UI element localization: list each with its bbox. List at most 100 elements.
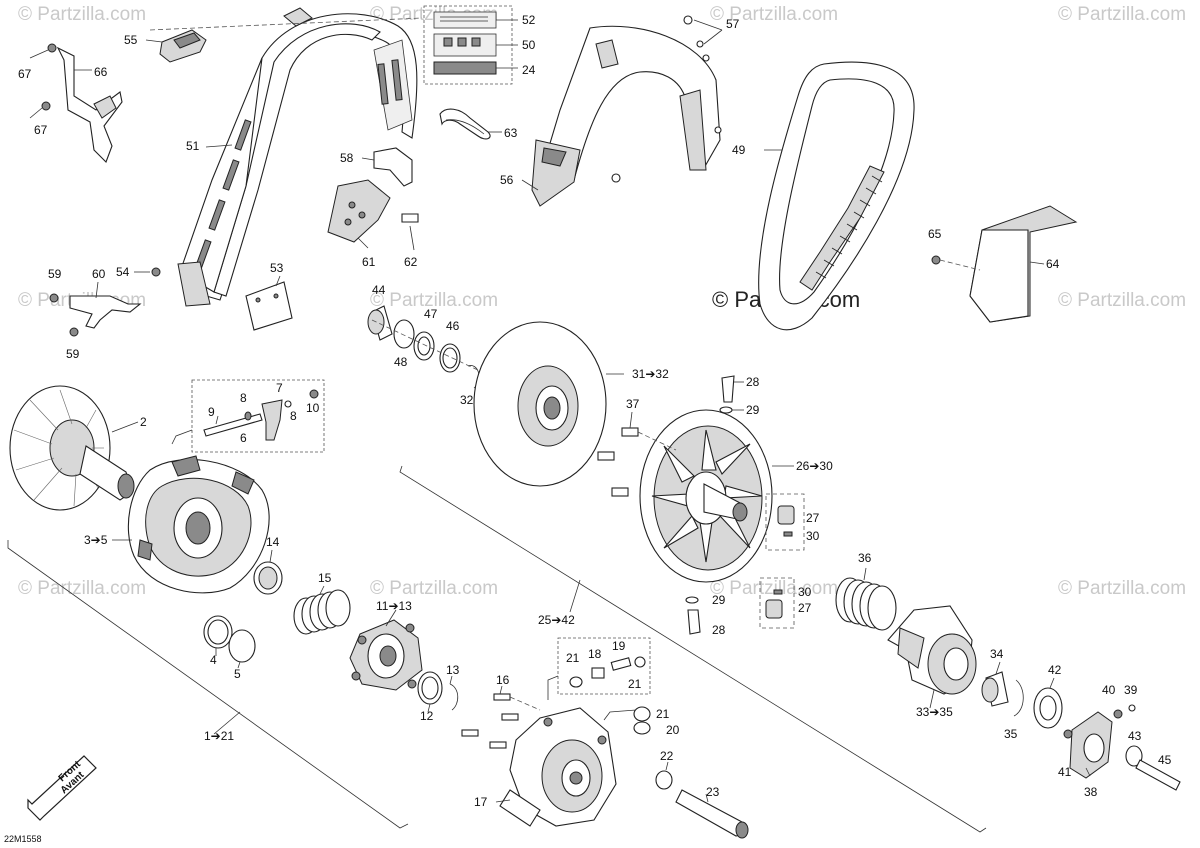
callout-18: 18 bbox=[588, 647, 602, 661]
callout-37: 37 bbox=[626, 397, 640, 411]
callout-16: 16 bbox=[496, 673, 510, 687]
callout-22: 22 bbox=[660, 749, 674, 763]
callout-17: 17 bbox=[474, 795, 488, 809]
part-2-fixed-sheave bbox=[9, 385, 139, 511]
callout-47: 47 bbox=[424, 307, 438, 321]
watermark-low-center: © Partzilla.com bbox=[370, 578, 498, 599]
callout-42: 42 bbox=[1048, 663, 1062, 677]
part-64-guard bbox=[931, 205, 1078, 323]
callout-21-left: 21 bbox=[566, 651, 580, 665]
callout-26-30: 26➔30 bbox=[796, 459, 833, 473]
callout-44: 44 bbox=[372, 283, 386, 297]
callout-27-upper: 27 bbox=[806, 511, 820, 525]
part-63-clip bbox=[439, 108, 502, 140]
callout-62: 62 bbox=[404, 255, 418, 269]
leader-25-42 bbox=[569, 579, 581, 613]
watermark-low-far-right: © Partzilla.com bbox=[1058, 578, 1186, 599]
callout-10: 10 bbox=[306, 401, 320, 415]
watermark-low-right: © Partzilla.com bbox=[710, 578, 838, 599]
callout-15: 15 bbox=[318, 571, 332, 585]
parts-20-21 bbox=[603, 706, 651, 735]
part-15-spring bbox=[293, 585, 351, 635]
callout-59-upper: 59 bbox=[48, 267, 62, 281]
callout-35: 35 bbox=[1004, 727, 1018, 741]
callout-56: 56 bbox=[500, 173, 514, 187]
parts-22-23 bbox=[655, 761, 749, 839]
part-11-13-spider bbox=[349, 609, 423, 691]
part-16-bolts bbox=[461, 685, 541, 749]
callout-40: 40 bbox=[1102, 683, 1116, 697]
callout-1-21: 1➔21 bbox=[204, 729, 234, 743]
callout-34: 34 bbox=[990, 647, 1004, 661]
callout-52: 52 bbox=[522, 13, 536, 27]
callout-61: 61 bbox=[362, 255, 376, 269]
callout-28-lower: 28 bbox=[712, 623, 726, 637]
callout-29-lower: 29 bbox=[712, 593, 726, 607]
callout-19: 19 bbox=[612, 639, 626, 653]
callout-11-13: 11➔13 bbox=[376, 599, 412, 613]
bracket-1-21 bbox=[7, 540, 409, 829]
callout-58: 58 bbox=[340, 151, 354, 165]
callout-36: 36 bbox=[858, 551, 872, 565]
callout-45: 45 bbox=[1158, 753, 1172, 767]
part-3-5-movable-sheave bbox=[112, 455, 270, 594]
callout-12: 12 bbox=[420, 709, 434, 723]
parts-28-29 bbox=[685, 375, 744, 635]
callout-28-upper: 28 bbox=[746, 375, 760, 389]
callout-2: 2 bbox=[140, 415, 147, 429]
callout-23: 23 bbox=[706, 785, 720, 799]
parts-34-35-42 bbox=[981, 661, 1063, 729]
callout-30-upper: 30 bbox=[806, 529, 820, 543]
callout-43: 43 bbox=[1128, 729, 1142, 743]
callout-64: 64 bbox=[1046, 257, 1060, 271]
part-37-bolts bbox=[597, 411, 677, 497]
part-66-bracket bbox=[29, 43, 123, 163]
callout-67-upper: 67 bbox=[18, 67, 32, 81]
callout-57: 57 bbox=[726, 17, 740, 31]
watermark-top-right: © Partzilla.com bbox=[710, 4, 838, 25]
callout-63: 63 bbox=[504, 126, 518, 140]
callout-5: 5 bbox=[234, 667, 241, 681]
watermark-top-far-right: © Partzilla.com bbox=[1058, 4, 1186, 25]
callout-33-35: 33➔35 bbox=[916, 705, 953, 719]
part-49-belt bbox=[758, 61, 915, 331]
parts-12-13 bbox=[417, 671, 459, 713]
rings-32-44-48 bbox=[367, 305, 521, 391]
watermark-mid-center: © Partzilla.com bbox=[370, 290, 498, 311]
callout-49: 49 bbox=[732, 143, 746, 157]
part-26-30-driven bbox=[639, 409, 794, 583]
parts-18-21-box bbox=[547, 637, 651, 700]
parts-38-41-cap bbox=[1063, 704, 1181, 791]
callout-39: 39 bbox=[1124, 683, 1138, 697]
callout-8-right: 8 bbox=[290, 409, 297, 423]
leader-1-21 bbox=[213, 711, 241, 735]
callout-65: 65 bbox=[928, 227, 942, 241]
callout-67-lower: 67 bbox=[34, 123, 48, 137]
callout-6: 6 bbox=[240, 431, 247, 445]
part-36-spring bbox=[835, 567, 897, 631]
callout-29-upper: 29 bbox=[746, 403, 760, 417]
callout-60: 60 bbox=[92, 267, 106, 281]
part-53-54-59-60 bbox=[49, 267, 293, 337]
part-33-35-cam bbox=[887, 605, 977, 709]
part-55-cap bbox=[145, 29, 207, 63]
callout-30-lower: 30 bbox=[798, 585, 812, 599]
part-56-57-cover bbox=[521, 15, 723, 207]
assembly-brackets bbox=[7, 465, 987, 833]
front-arrow-icon: Front Avant bbox=[27, 755, 97, 821]
callout-53: 53 bbox=[270, 261, 284, 275]
callout-27-lower: 27 bbox=[798, 601, 812, 615]
diagram-code: 22M1558 bbox=[4, 834, 42, 844]
callout-13: 13 bbox=[446, 663, 460, 677]
callout-9: 9 bbox=[208, 405, 215, 419]
callout-4: 4 bbox=[210, 653, 217, 667]
callout-32: 32 bbox=[460, 393, 474, 407]
callout-59-lower: 59 bbox=[66, 347, 80, 361]
part-51-hood-rail bbox=[149, 7, 423, 307]
callout-66: 66 bbox=[94, 65, 108, 79]
callout-25-42: 25➔42 bbox=[538, 613, 575, 627]
part-58-61-62 bbox=[327, 147, 419, 251]
callout-21-right: 21 bbox=[628, 677, 642, 691]
bracket-25-42 bbox=[399, 465, 987, 833]
watermark-mid-far-right: © Partzilla.com bbox=[1058, 290, 1186, 311]
